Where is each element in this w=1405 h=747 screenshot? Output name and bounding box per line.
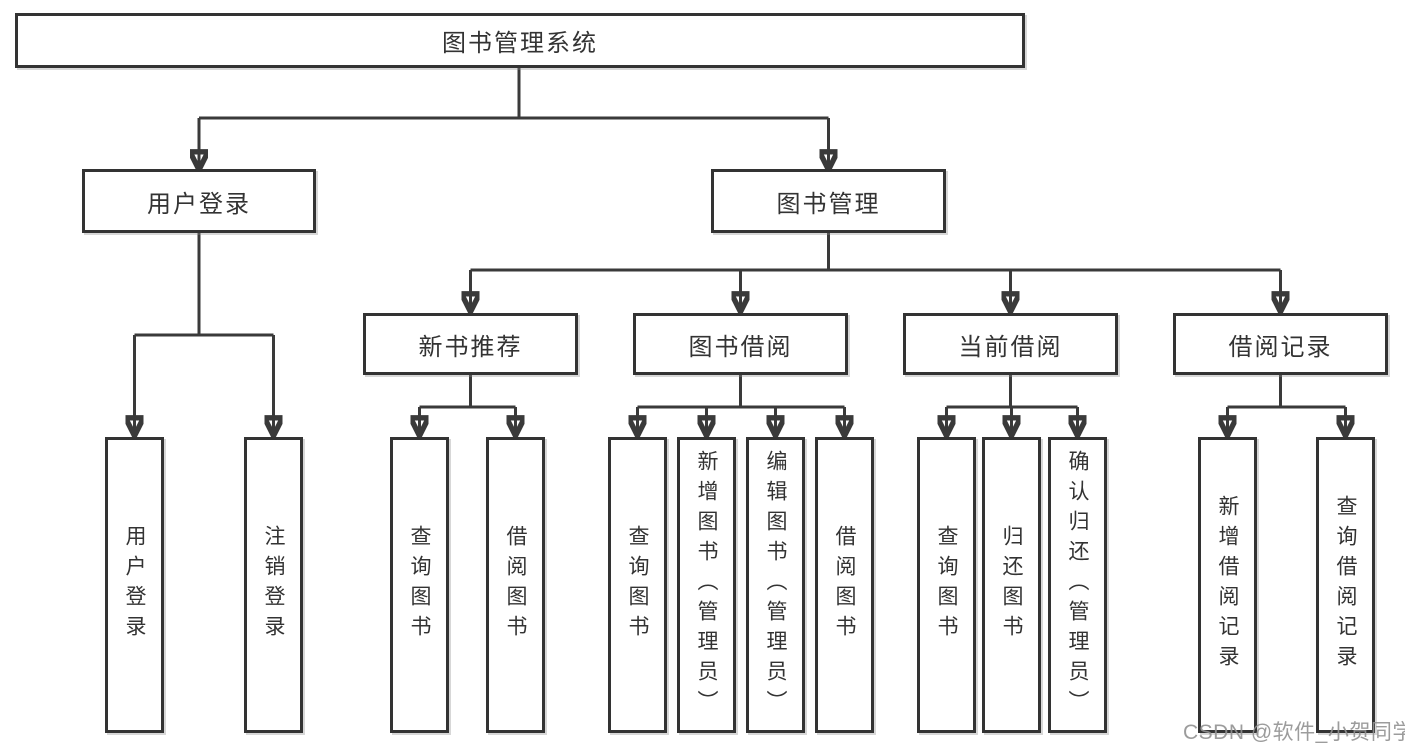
leaf-label: 新增借阅记录	[1216, 495, 1240, 675]
leaf-current-confirm-return-admin: 确认归还（管理员）	[1048, 437, 1107, 733]
leaf-user-login: 用户登录	[105, 437, 164, 733]
node-book-borrow: 图书借阅	[633, 313, 848, 375]
leaf-borrow-edit-books-admin: 编辑图书（管理员）	[746, 437, 805, 733]
connector-user-login-to-leaves	[135, 233, 274, 434]
leaf-label: 查询借阅记录	[1334, 495, 1358, 675]
leaf-label: 确认归还（管理员）	[1066, 450, 1090, 720]
node-label: 图书借阅	[688, 333, 793, 361]
node-user-login: 用户登录	[82, 169, 316, 233]
leaf-records-add-borrow-record: 新增借阅记录	[1198, 437, 1257, 733]
connector-new-book-recommend-leaves	[420, 375, 516, 434]
leaf-current-return-books: 归还图书	[982, 437, 1041, 733]
node-label: 借阅记录	[1228, 333, 1333, 361]
node-current-borrow: 当前借阅	[903, 313, 1118, 375]
leaf-label: 查询图书	[935, 525, 959, 645]
connector-borrow-records-leaves	[1228, 375, 1346, 434]
leaf-label: 归还图书	[1000, 525, 1024, 645]
leaf-label: 用户登录	[123, 525, 147, 645]
connector-root-to-level2	[199, 68, 829, 168]
leaf-current-query-books: 查询图书	[917, 437, 976, 733]
leaf-borrow-add-books-admin: 新增图书（管理员）	[677, 437, 736, 733]
node-label: 当前借阅	[958, 333, 1063, 361]
leaf-label: 借阅图书	[833, 525, 857, 645]
node-borrow-records: 借阅记录	[1173, 313, 1388, 375]
node-book-management: 图书管理	[711, 169, 946, 233]
leaf-label: 新增图书（管理员）	[695, 450, 719, 720]
node-label: 用户登录	[147, 190, 251, 218]
leaf-logout-login: 注销登录	[244, 437, 303, 733]
node-label: 新书推荐	[418, 333, 523, 361]
leaf-records-query-borrow-record: 查询借阅记录	[1316, 437, 1375, 733]
leaf-label: 查询图书	[626, 525, 650, 645]
connector-current-borrow-leaves	[947, 375, 1078, 434]
node-label: 图书管理	[776, 190, 881, 218]
node-new-book-recommend: 新书推荐	[363, 313, 578, 375]
node-label: 图书管理系统	[442, 30, 598, 57]
leaf-label: 注销登录	[262, 525, 286, 645]
node-library-management-system: 图书管理系统	[15, 13, 1025, 68]
leaf-borrow-query-books: 查询图书	[608, 437, 667, 733]
leaf-label: 查询图书	[408, 525, 432, 645]
leaf-newbook-query-books: 查询图书	[390, 437, 449, 733]
leaf-label: 编辑图书（管理员）	[764, 450, 788, 720]
leaf-borrow-borrow-books: 借阅图书	[815, 437, 874, 733]
leaf-label: 借阅图书	[504, 525, 528, 645]
csdn-watermark: CSDN @软件_小贺同学	[1183, 721, 1405, 744]
leaf-newbook-borrow-books: 借阅图书	[486, 437, 545, 733]
connector-book-mgmt-to-level3	[471, 233, 1281, 310]
connector-book-borrow-leaves	[638, 375, 845, 434]
